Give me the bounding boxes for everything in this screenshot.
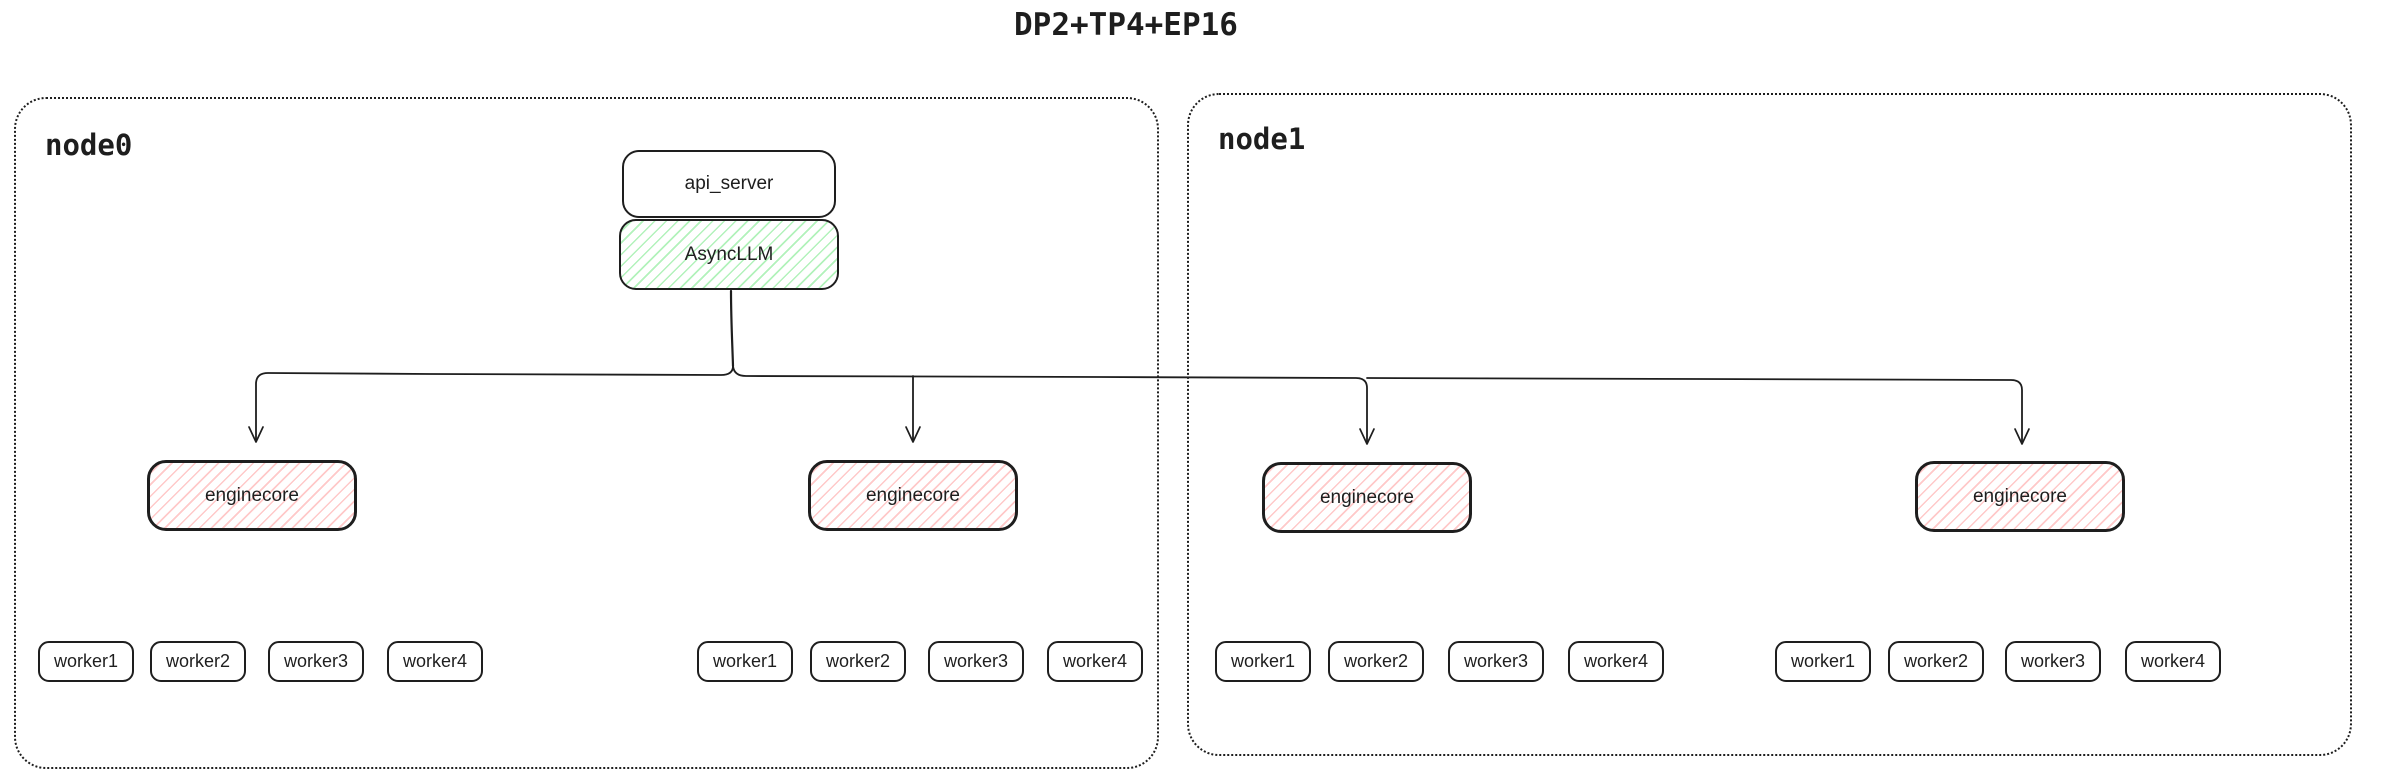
worker-label: worker1 bbox=[1790, 651, 1856, 671]
worker-box: worker3 bbox=[268, 641, 364, 682]
enginecore-label: enginecore bbox=[204, 484, 300, 506]
diagram-title: DP2+TP4+EP16 bbox=[1014, 7, 1238, 43]
node1-label: node1 bbox=[1218, 122, 1306, 156]
worker-box: worker2 bbox=[150, 641, 246, 682]
worker-box: worker2 bbox=[1328, 641, 1424, 682]
api-server-label: api_server bbox=[684, 173, 774, 194]
worker-box: worker3 bbox=[928, 641, 1024, 682]
worker-label: worker3 bbox=[2020, 651, 2086, 671]
worker-box: worker3 bbox=[2005, 641, 2101, 682]
worker-box: worker4 bbox=[1568, 641, 1664, 682]
worker-label: worker4 bbox=[2140, 651, 2206, 671]
worker-box: worker1 bbox=[697, 641, 793, 682]
node0-label: node0 bbox=[45, 128, 133, 162]
worker-label: worker2 bbox=[165, 651, 231, 671]
worker-box: worker3 bbox=[1448, 641, 1544, 682]
worker-box: worker2 bbox=[810, 641, 906, 682]
node1-enginecore-1-box: enginecore bbox=[1262, 462, 1472, 533]
worker-label: worker4 bbox=[402, 651, 468, 671]
worker-label: worker2 bbox=[1903, 651, 1969, 671]
worker-box: worker2 bbox=[1888, 641, 1984, 682]
worker-box: worker1 bbox=[38, 641, 134, 682]
asyncllm-label: AsyncLLM bbox=[684, 243, 774, 265]
node0-enginecore-2-box: enginecore bbox=[808, 460, 1018, 531]
worker-label: worker4 bbox=[1583, 651, 1649, 671]
enginecore-label: enginecore bbox=[1319, 486, 1415, 508]
worker-label: worker3 bbox=[943, 651, 1009, 671]
enginecore-label: enginecore bbox=[865, 484, 961, 506]
worker-box: worker4 bbox=[2125, 641, 2221, 682]
asyncllm-box: AsyncLLM bbox=[619, 219, 839, 290]
worker-box: worker1 bbox=[1215, 641, 1311, 682]
worker-box: worker4 bbox=[1047, 641, 1143, 682]
enginecore-label: enginecore bbox=[1972, 485, 2068, 507]
worker-box: worker4 bbox=[387, 641, 483, 682]
api-server-box: api_server bbox=[622, 150, 836, 218]
worker-label: worker2 bbox=[825, 651, 891, 671]
worker-label: worker1 bbox=[53, 651, 119, 671]
worker-label: worker4 bbox=[1062, 651, 1128, 671]
worker-label: worker3 bbox=[1463, 651, 1529, 671]
worker-label: worker3 bbox=[283, 651, 349, 671]
node0-enginecore-1-box: enginecore bbox=[147, 460, 357, 531]
node1-enginecore-2-box: enginecore bbox=[1915, 461, 2125, 532]
worker-label: worker1 bbox=[1230, 651, 1296, 671]
worker-label: worker1 bbox=[712, 651, 778, 671]
worker-box: worker1 bbox=[1775, 641, 1871, 682]
worker-label: worker2 bbox=[1343, 651, 1409, 671]
